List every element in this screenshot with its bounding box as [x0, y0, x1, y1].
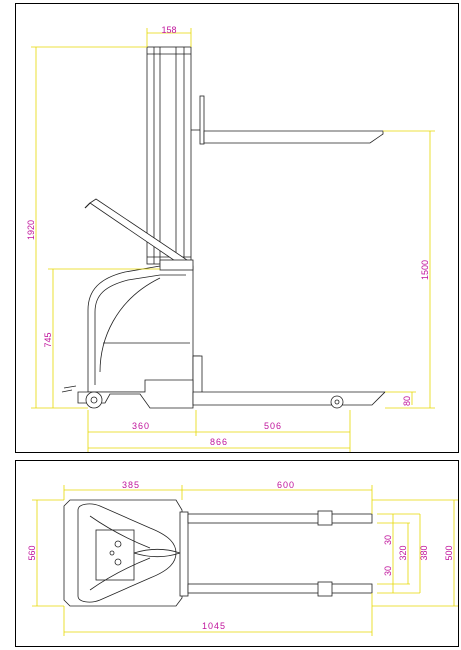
dim-fork-gap-top: 30: [383, 535, 393, 545]
lowered-fork: [192, 391, 386, 409]
dim-wheelbase-rear: 360: [132, 421, 150, 431]
side-view-frame: [15, 3, 459, 453]
upper-fork: [187, 513, 373, 524]
top-body: [63, 499, 183, 607]
mast: [146, 46, 192, 265]
dim-body-width: 560: [27, 545, 37, 560]
truck-body: [87, 259, 203, 399]
top-view: 385 600 560 30 320 30 380 500 1045: [27, 480, 458, 636]
dim-fork-gap-bottom: 30: [383, 566, 393, 576]
lower-fork: [187, 583, 373, 594]
dim-lift-height: 1500: [420, 260, 430, 280]
dim-fork-length: 600: [277, 480, 295, 490]
top-view-frame: [15, 460, 459, 647]
side-view: 158 1920 745 1500 80 360 506 866: [26, 25, 435, 452]
load-wheel: [330, 395, 344, 409]
top-dimension-lines: [32, 485, 458, 636]
top-forks: [187, 510, 373, 597]
dim-fork-height: 80: [402, 396, 412, 406]
chassis: [61, 379, 194, 409]
dim-total-length: 866: [210, 437, 228, 447]
dim-body-height: 745: [43, 332, 53, 347]
side-dimension-lines: [31, 28, 435, 452]
drive-wheel: [85, 391, 103, 409]
dim-overall-width: 500: [444, 545, 454, 560]
dim-overall-length: 1045: [202, 621, 226, 631]
dim-total-height: 1920: [26, 220, 36, 240]
dim-mast-width: 158: [161, 25, 176, 35]
dim-fork-span: 380: [419, 545, 429, 560]
raised-fork: [191, 95, 384, 145]
dim-fork-inner: 320: [398, 545, 408, 560]
top-mast: [179, 511, 189, 597]
dim-body-length: 385: [122, 480, 140, 490]
dim-wheelbase-front: 506: [264, 421, 282, 431]
